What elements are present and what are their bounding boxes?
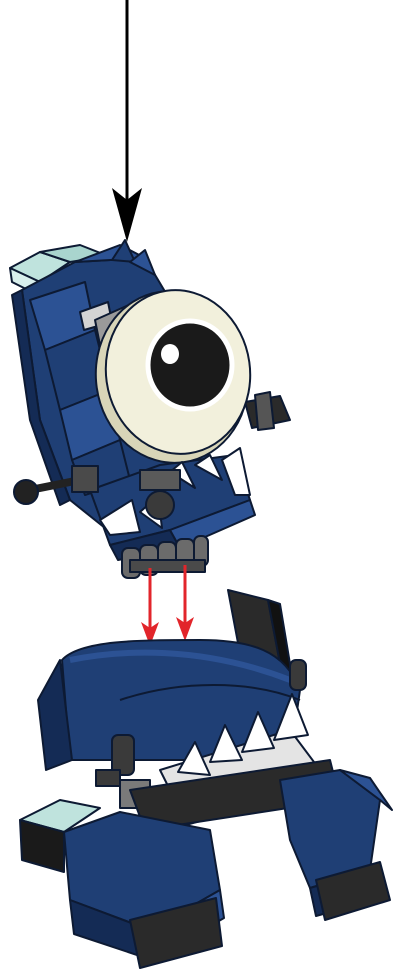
lower-module [20, 590, 392, 968]
upper-module [10, 240, 290, 578]
connector-arrow-left [141, 568, 159, 646]
connector-arrow-right [176, 565, 194, 641]
side-ball [14, 480, 38, 504]
insertion-arrow [112, 0, 142, 242]
pupil [148, 321, 232, 409]
